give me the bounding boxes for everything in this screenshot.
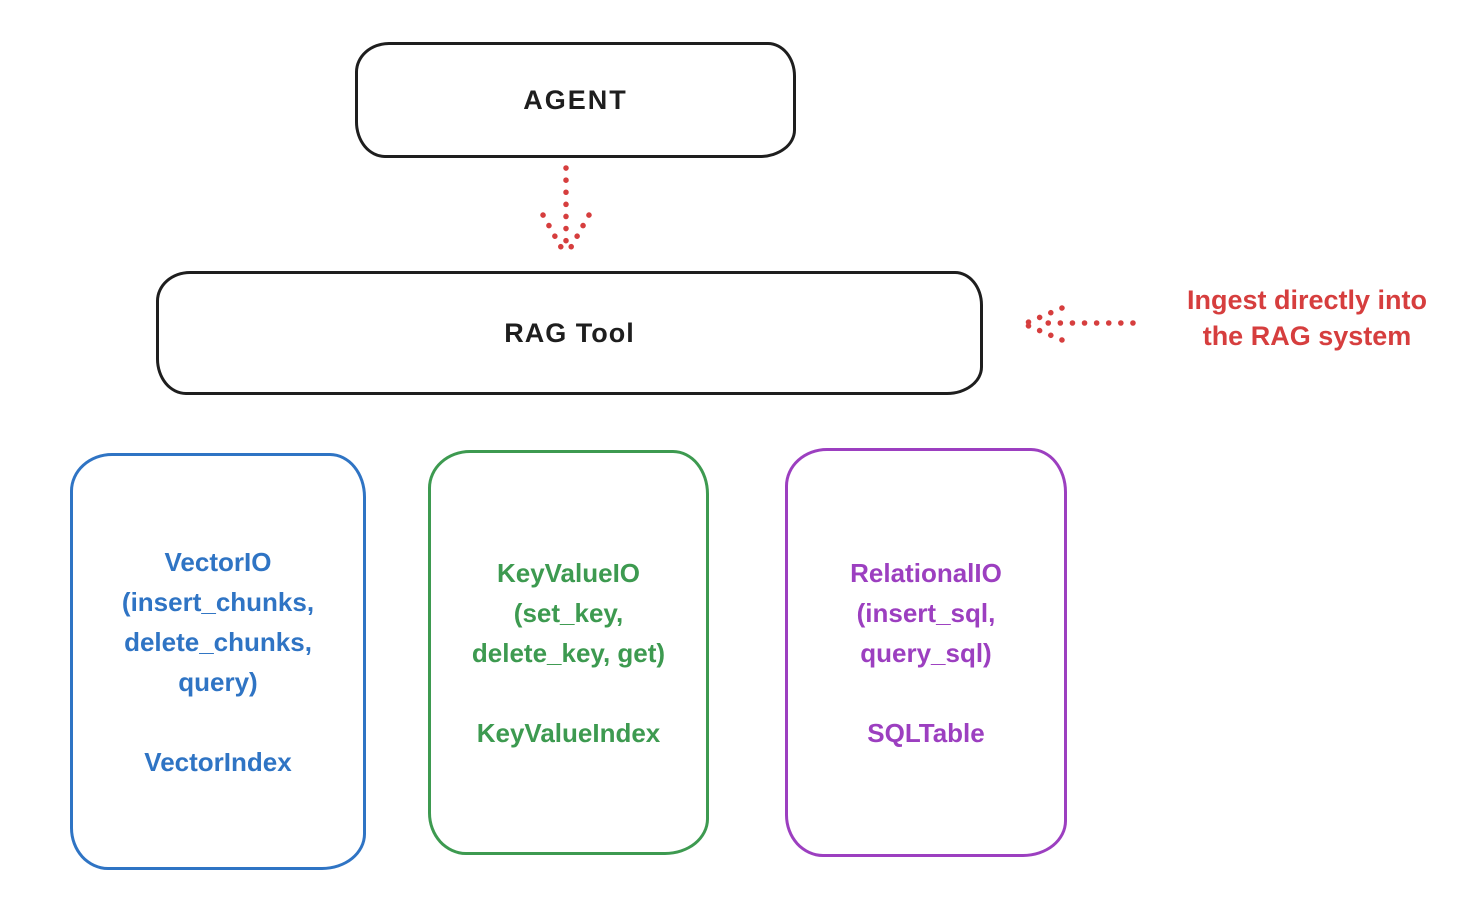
vector-io-line-1: VectorIO xyxy=(164,546,272,577)
agent-label: AGENT xyxy=(523,84,628,115)
ingest-annotation-arrow-icon xyxy=(1021,305,1136,343)
relational-io-line-1: RelationalIO xyxy=(850,557,1002,588)
relational-io-line-2: (insert_sql, xyxy=(856,597,996,628)
vector-io-signature: VectorIO (insert_chunks, delete_chunks, … xyxy=(122,542,314,702)
rag-tool-node: RAG Tool xyxy=(156,271,983,395)
keyvalue-io-node: KeyValueIO (set_key, delete_key, get) Ke… xyxy=(428,450,709,855)
rag-tool-label: RAG Tool xyxy=(504,317,635,348)
vector-io-line-3: delete_chunks, xyxy=(124,626,312,657)
agent-node: AGENT xyxy=(355,42,796,158)
relational-io-signature: RelationalIO (insert_sql, query_sql) xyxy=(850,553,1002,673)
ingest-annotation-line-1: Ingest directly into xyxy=(1186,285,1428,315)
keyvalue-index-label: KeyValueIndex xyxy=(476,717,661,748)
relational-io-node: RelationalIO (insert_sql, query_sql) SQL… xyxy=(785,448,1067,857)
keyvalue-io-signature: KeyValueIO (set_key, delete_key, get) xyxy=(472,553,665,673)
vector-io-node: VectorIO (insert_chunks, delete_chunks, … xyxy=(70,453,366,870)
vector-index-label: VectorIndex xyxy=(144,746,292,777)
ingest-annotation-line-2: the RAG system xyxy=(1202,321,1412,351)
sql-table-label: SQLTable xyxy=(867,717,985,748)
agent-to-rag-arrow-icon xyxy=(540,165,592,259)
vector-io-line-2: (insert_chunks, xyxy=(121,586,315,617)
keyvalue-io-line-3: delete_key, get) xyxy=(471,637,666,668)
relational-io-line-3: query_sql) xyxy=(860,637,992,668)
vector-io-line-4: query) xyxy=(178,666,258,697)
keyvalue-io-line-2: (set_key, xyxy=(513,597,624,628)
keyvalue-io-line-1: KeyValueIO xyxy=(496,557,641,588)
ingest-annotation: Ingest directly into the RAG system xyxy=(1142,282,1472,354)
